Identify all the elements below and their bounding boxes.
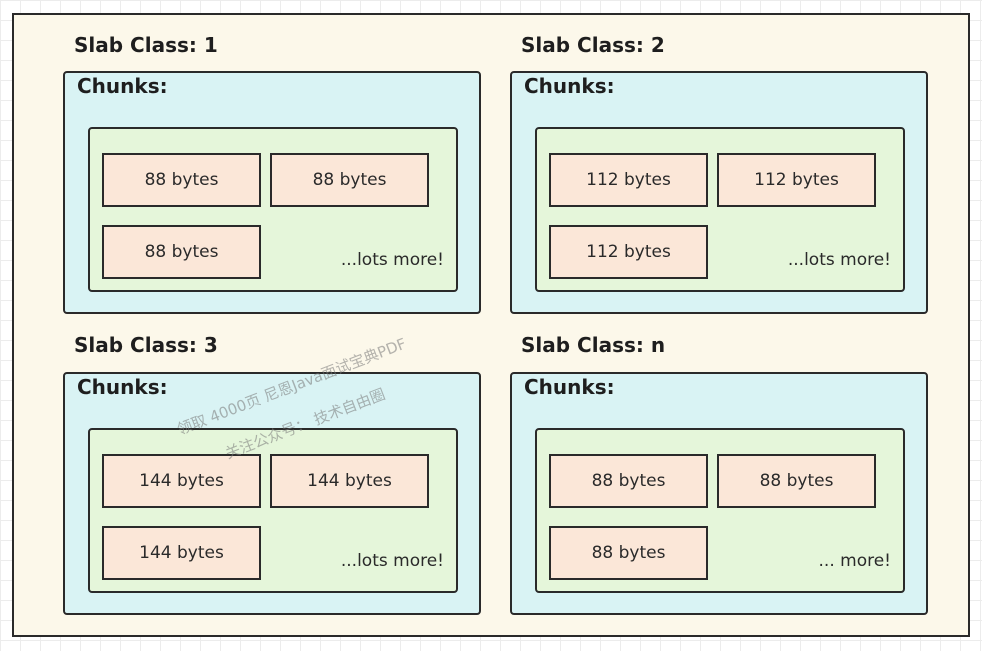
chunk-group: 88 bytes 88 bytes 88 bytes ...lots more! <box>88 127 458 292</box>
chunk: 88 bytes <box>549 526 708 580</box>
memory-pool-frame: Slab Class: 1 Chunks: 88 bytes 88 bytes … <box>12 13 970 637</box>
slab-class-title: Slab Class: 3 <box>74 333 218 357</box>
slab-class-title: Slab Class: 1 <box>74 33 218 57</box>
chunk: 112 bytes <box>549 153 708 207</box>
chunks-label: Chunks: <box>524 375 615 399</box>
slab-class-3-chunks: Chunks: 144 bytes 144 bytes 144 bytes ..… <box>63 372 481 615</box>
slab-class-title: Slab Class: n <box>521 333 666 357</box>
chunks-label: Chunks: <box>524 74 615 98</box>
chunks-label: Chunks: <box>77 375 168 399</box>
chunk-group: 88 bytes 88 bytes 88 bytes ... more! <box>535 428 905 593</box>
chunk: 144 bytes <box>102 454 261 508</box>
chunk-group: 144 bytes 144 bytes 144 bytes ...lots mo… <box>88 428 458 593</box>
slab-class-2-chunks: Chunks: 112 bytes 112 bytes 112 bytes ..… <box>510 71 928 314</box>
chunk: 88 bytes <box>717 454 876 508</box>
chunk: 88 bytes <box>270 153 429 207</box>
chunk: 112 bytes <box>549 225 708 279</box>
chunk: 144 bytes <box>102 526 261 580</box>
chunk-group: 112 bytes 112 bytes 112 bytes ...lots mo… <box>535 127 905 292</box>
chunk: 88 bytes <box>549 454 708 508</box>
more-chunks-note: ...lots more! <box>340 551 444 571</box>
chunk: 88 bytes <box>102 153 261 207</box>
slab-class-title: Slab Class: 2 <box>521 33 665 57</box>
more-chunks-note: ...lots more! <box>787 250 891 270</box>
chunk: 88 bytes <box>102 225 261 279</box>
more-chunks-note: ... more! <box>818 551 891 571</box>
slab-class-1-chunks: Chunks: 88 bytes 88 bytes 88 bytes ...lo… <box>63 71 481 314</box>
chunks-label: Chunks: <box>77 74 168 98</box>
chunk: 144 bytes <box>270 454 429 508</box>
chunk: 112 bytes <box>717 153 876 207</box>
more-chunks-note: ...lots more! <box>340 250 444 270</box>
slab-class-n-chunks: Chunks: 88 bytes 88 bytes 88 bytes ... m… <box>510 372 928 615</box>
